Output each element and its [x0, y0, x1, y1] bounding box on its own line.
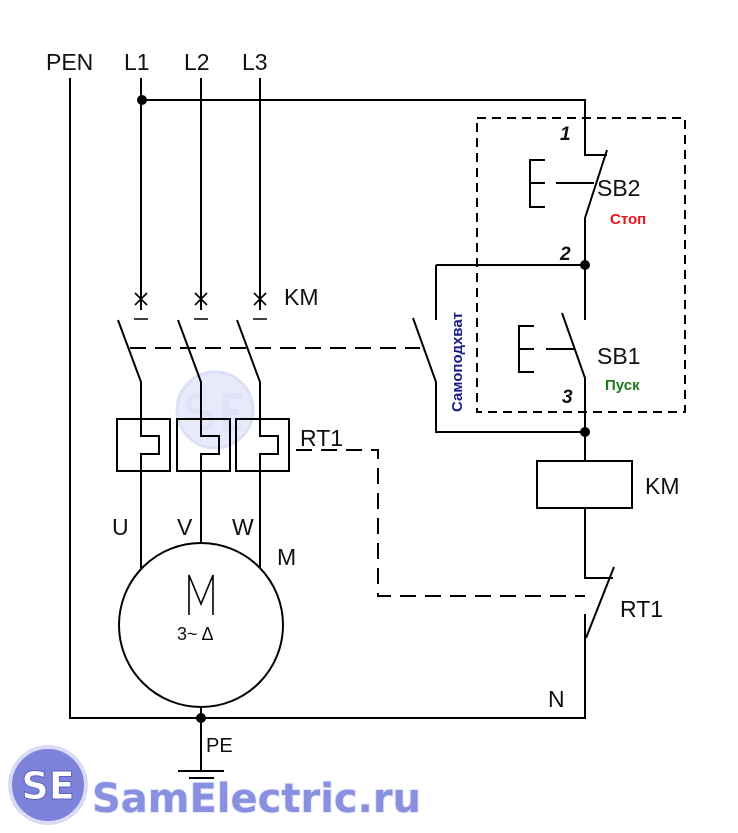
phase-label-v: V [177, 514, 193, 540]
pe-label: PE [206, 735, 233, 757]
sb2-caption: Стоп [610, 211, 646, 228]
watermark-logo-e-glyph [223, 393, 242, 431]
watermark-bottom-logo-icon [8, 745, 88, 825]
bus-label-pen: PEN [46, 49, 93, 75]
sb1-label: SB1 [597, 343, 640, 369]
bus-label-l2: L2 [184, 49, 210, 75]
motor-spec: 3~ Δ [177, 624, 214, 644]
node-1-label: 1 [560, 124, 571, 145]
sb1-contact [561, 312, 586, 432]
sb1-actuator [518, 325, 574, 373]
km-main-contacts-moving [117, 319, 261, 420]
sb1-caption: Пуск [605, 377, 640, 394]
sb2-label: SB2 [597, 175, 640, 201]
ground-icon [178, 770, 224, 786]
control-supply-wire [142, 99, 605, 156]
watermark-bottom-text: SamElectric.ru [92, 776, 421, 822]
sb2-contact [584, 149, 608, 265]
phase-label-u: U [112, 514, 129, 540]
pen-neutral-wire [69, 78, 586, 719]
self-hold-contact [412, 317, 585, 433]
km-label: KM [284, 284, 319, 310]
watermark-center [175, 370, 255, 450]
km-coil-label: KM [645, 473, 680, 499]
km-coil [536, 460, 633, 509]
rt1-contact-label: RT1 [620, 596, 663, 622]
motor-m-glyph [188, 574, 214, 615]
rt1-label: RT1 [300, 425, 343, 451]
km-main-contacts-fixed [134, 292, 267, 320]
phase-label-w: W [232, 514, 254, 540]
watermark-bottom: SE SamElectric.ru [8, 745, 422, 825]
sb2-actuator [529, 159, 594, 208]
node-2-label: 2 [559, 244, 571, 265]
rt1-mechanical-link [296, 449, 585, 597]
watermark-bottom-logo-text: SE [21, 764, 74, 808]
bus-label-l1: L1 [124, 49, 150, 75]
node-2-wire [436, 264, 586, 320]
motor-label: M [277, 544, 296, 570]
rt1-heater-elements [116, 418, 290, 560]
neutral-label: N [548, 686, 565, 712]
bus-label-l3: L3 [242, 49, 268, 75]
node-3-label: 3 [562, 387, 573, 408]
coil-lower-wire [584, 508, 613, 579]
rt1-contact [585, 566, 615, 639]
self-hold-caption: Самоподхват [449, 312, 466, 412]
